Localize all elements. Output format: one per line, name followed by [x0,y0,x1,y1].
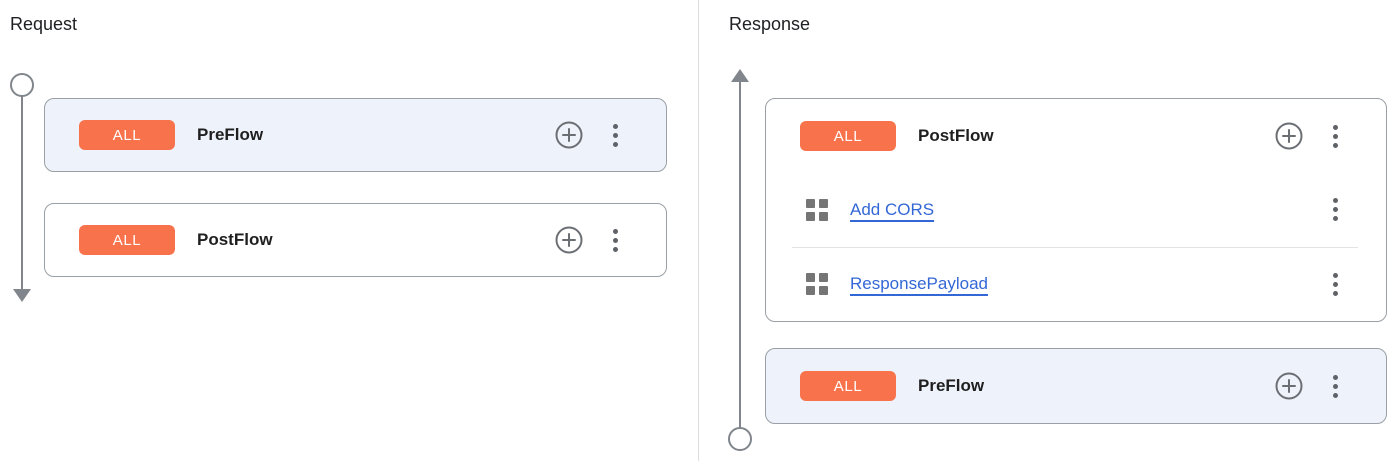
add-policy-icon[interactable] [1275,372,1303,400]
flow-header: ALL PreFlow [45,99,666,171]
flow-header: ALL PreFlow [766,349,1386,423]
response-timeline-end-circle-icon [728,427,752,451]
add-policy-icon[interactable] [555,121,583,149]
more-options-icon[interactable] [1329,123,1342,150]
add-policy-icon[interactable] [555,226,583,254]
more-options-icon[interactable] [1329,196,1342,223]
request-panel-title: Request [10,14,78,34]
card-actions [1275,122,1342,150]
condition-badge: ALL [800,371,896,401]
response-panel-title: Response [729,14,811,34]
more-options-icon[interactable] [1329,373,1342,400]
add-policy-icon[interactable] [1275,122,1303,150]
policy-link[interactable]: Add CORS [850,199,935,219]
flow-name: PreFlow [197,125,264,144]
card-actions [1275,372,1342,400]
response-preflow-card[interactable]: ALL PreFlow [765,348,1387,424]
card-actions [1329,196,1342,223]
policy-drag-handle-icon[interactable] [806,198,828,221]
more-options-icon[interactable] [609,122,622,149]
more-options-icon[interactable] [609,227,622,254]
card-actions [555,121,622,149]
flow-name: PreFlow [918,376,985,395]
flow-header: ALL PostFlow [766,99,1386,173]
condition-badge: ALL [79,120,175,150]
response-postflow-card[interactable]: ALL PostFlow Add CORS ResponsePayload [765,98,1387,322]
policy-link[interactable]: ResponsePayload [850,274,988,294]
request-timeline-line [21,96,23,290]
response-timeline-line [739,81,741,428]
more-options-icon[interactable] [1329,271,1342,298]
response-timeline-arrow-up-icon [731,69,749,82]
request-preflow-card[interactable]: ALL PreFlow [44,98,667,172]
request-timeline-arrow-down-icon [13,289,31,302]
flow-name: PostFlow [197,230,273,249]
card-actions [1329,271,1342,298]
request-timeline-start-circle-icon [10,73,34,97]
policy-row: Add CORS [766,173,1386,247]
request-postflow-card[interactable]: ALL PostFlow [44,203,667,277]
condition-badge: ALL [79,225,175,255]
panel-divider [698,0,699,461]
policy-drag-handle-icon[interactable] [806,273,828,296]
flow-name: PostFlow [918,126,994,145]
card-actions [555,226,622,254]
flow-header: ALL PostFlow [45,204,666,276]
condition-badge: ALL [800,121,896,151]
policy-row: ResponsePayload [766,248,1386,322]
policy-row-divider [792,246,1358,248]
